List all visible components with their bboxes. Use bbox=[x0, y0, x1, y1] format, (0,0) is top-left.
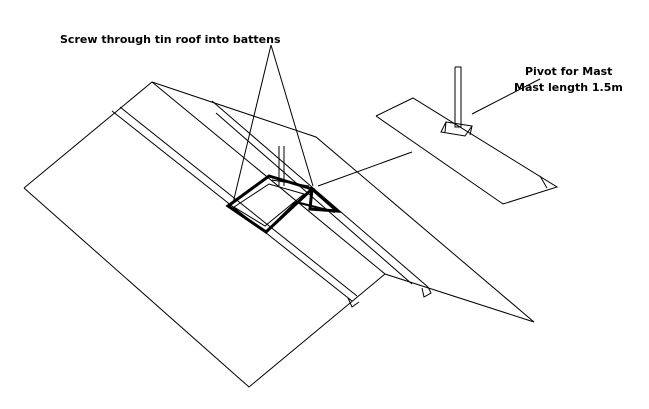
detail-pointer bbox=[317, 151, 413, 187]
ridge-cap bbox=[111, 100, 432, 308]
mast-length-label: Mast length 1.5m bbox=[514, 81, 623, 94]
screw-leader-lines bbox=[232, 44, 314, 204]
roof-left-slope bbox=[23, 81, 386, 388]
pivot-label: Pivot for Mast bbox=[525, 65, 613, 78]
pivot-detail-panel bbox=[375, 97, 559, 205]
roof-right-slope bbox=[151, 81, 535, 323]
screw-label: Screw through tin roof into battens bbox=[60, 33, 281, 46]
detail-mast bbox=[440, 66, 473, 137]
pivot-leader-line bbox=[471, 78, 541, 115]
mast-stub bbox=[278, 146, 285, 186]
mast-bracket bbox=[225, 174, 342, 234]
